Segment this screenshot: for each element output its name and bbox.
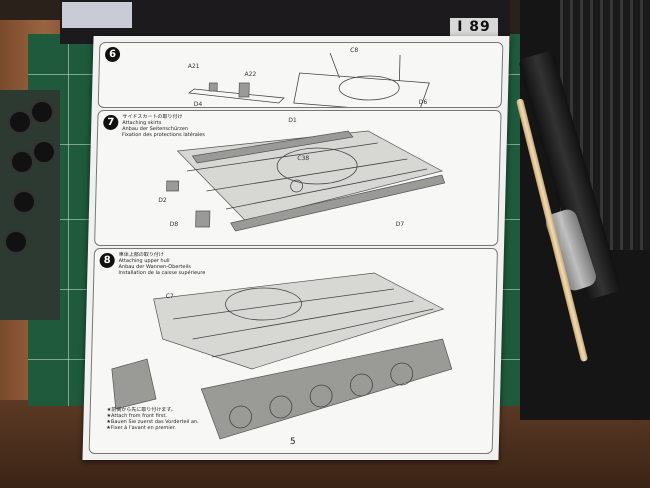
part-label: A22	[244, 71, 257, 78]
part-label: C8	[350, 47, 359, 54]
part-label: D4	[193, 101, 203, 108]
part-label: D6	[418, 99, 428, 106]
step-7-diagram	[166, 130, 446, 232]
part-label: C38	[297, 155, 310, 162]
road-wheel	[12, 190, 36, 214]
instruction-sheet: 6 A21 A22 D4 C8 D6 7 サイドスカートの取り付け Attach…	[82, 36, 510, 460]
part-label: A21	[187, 63, 200, 70]
step-6-diagram	[188, 52, 430, 107]
assembly-note: ★前側から先に取り付けます。 ★Attach from front first.…	[106, 407, 199, 431]
road-wheel	[32, 140, 56, 164]
step-7-panel: 7 サイドスカートの取り付け Attaching skirts Anbau de…	[94, 110, 502, 246]
part-label: D2	[158, 197, 167, 204]
step-6-panel: 6 A21 A22 D4 C8 D6	[97, 42, 504, 108]
part-label: D1	[288, 117, 297, 124]
box-code-label: I 89	[450, 18, 498, 36]
road-wheel	[8, 110, 32, 134]
road-wheel	[30, 100, 54, 124]
step-8-panel: 8 車体上部の取り付け Attaching upper hull Anbau d…	[88, 248, 498, 454]
page-number: 5	[289, 437, 296, 447]
box-logo-label	[62, 2, 132, 28]
track-assembly-left	[0, 90, 60, 320]
part-label: C7	[165, 293, 174, 300]
road-wheel	[10, 150, 34, 174]
part-label: D8	[169, 221, 179, 228]
step-8-diagram	[111, 272, 453, 440]
part-label: D7	[395, 221, 405, 228]
mat-grid-line	[68, 34, 69, 406]
road-wheel	[4, 230, 28, 254]
